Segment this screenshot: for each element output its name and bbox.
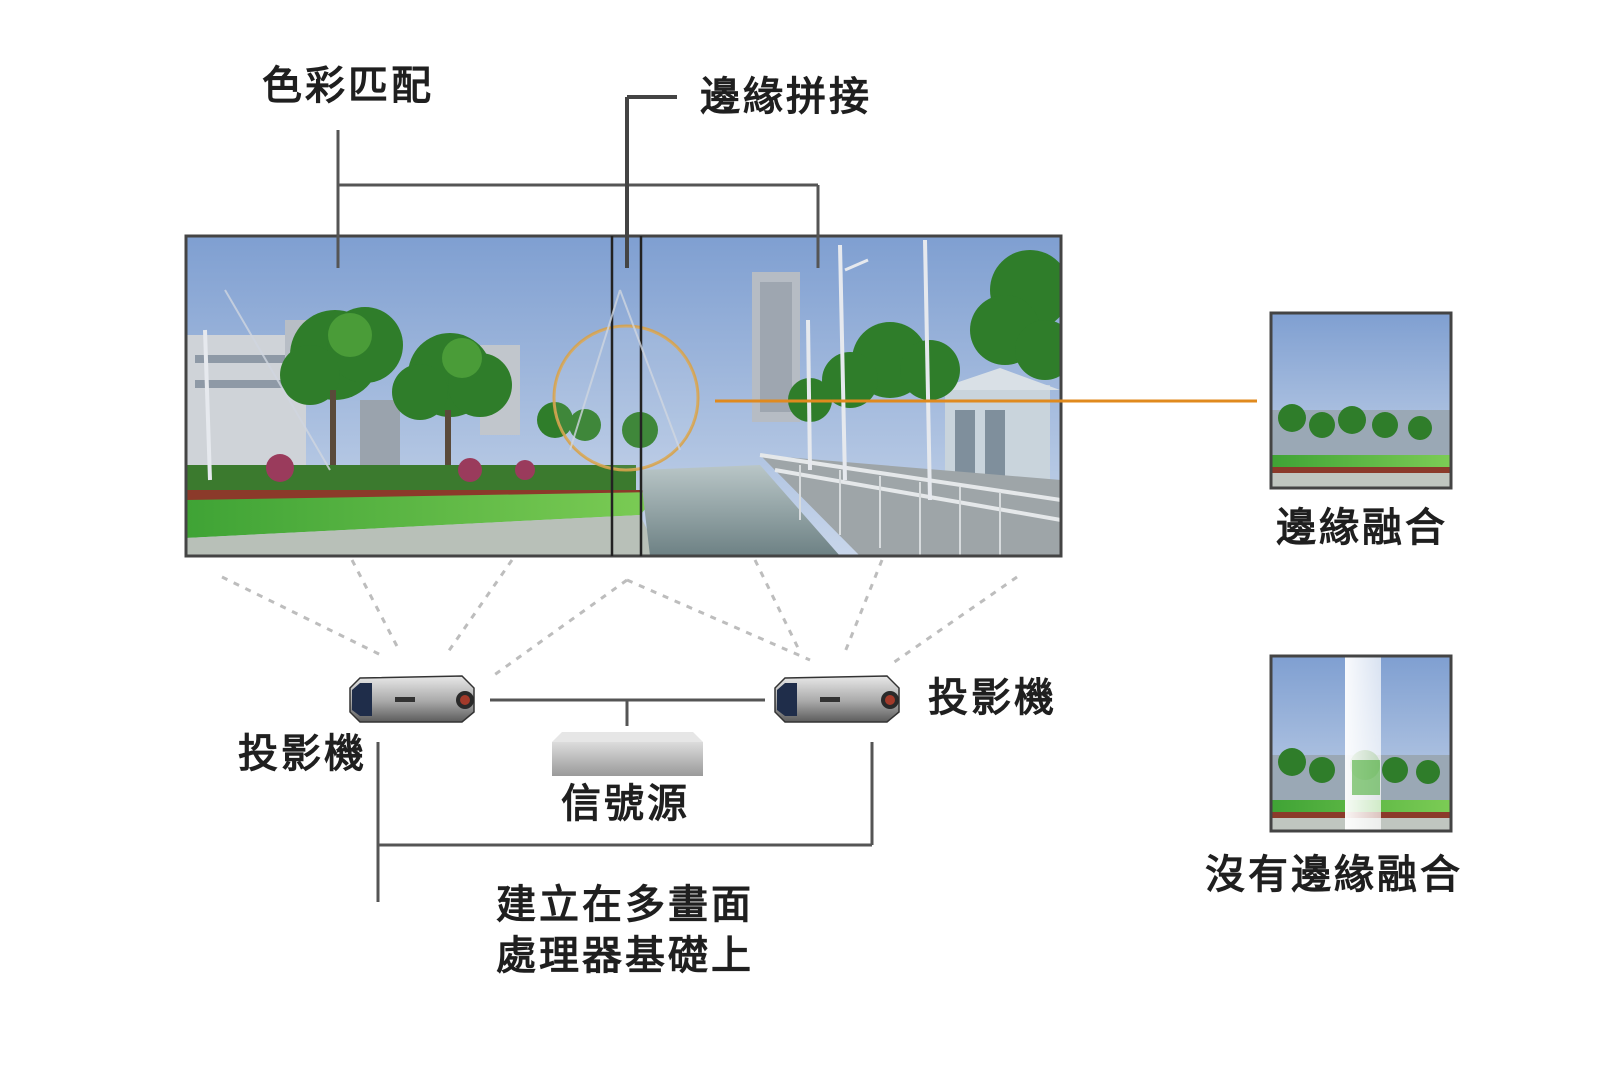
label-edge-blending: 邊緣融合 xyxy=(1276,505,1448,551)
label-projector-left: 投影機 xyxy=(238,731,367,777)
label-color-matching: 色彩匹配 xyxy=(262,63,434,109)
projection-guides xyxy=(224,289,681,471)
panorama-frame xyxy=(184,234,1063,558)
label-multiscreen-line1: 建立在多畫面 xyxy=(496,882,754,928)
label-edge-stitching: 邊緣拼接 xyxy=(700,74,872,120)
label-multiscreen-processor: 建立在多畫面 處理器基礎上 xyxy=(490,880,760,982)
label-projector-right: 投影機 xyxy=(928,675,1057,721)
projector-right xyxy=(774,675,900,723)
panorama-image xyxy=(186,236,1061,556)
label-no-edge-blending: 沒有邊緣融合 xyxy=(1205,852,1463,898)
color-matching-bracket xyxy=(336,130,820,268)
processor-bracket xyxy=(376,742,874,902)
projection-beams xyxy=(221,559,1018,680)
signal-source-box xyxy=(552,732,703,776)
signal-connection-lines xyxy=(490,698,765,726)
thumbnail-edge-blending xyxy=(1269,311,1453,490)
thumbnail-no-edge-blending xyxy=(1269,654,1453,833)
label-signal-source: 信號源 xyxy=(561,781,690,827)
label-multiscreen-line2: 處理器基礎上 xyxy=(496,933,754,980)
projector-left xyxy=(349,675,475,723)
edge-stitching-leader xyxy=(625,95,677,268)
